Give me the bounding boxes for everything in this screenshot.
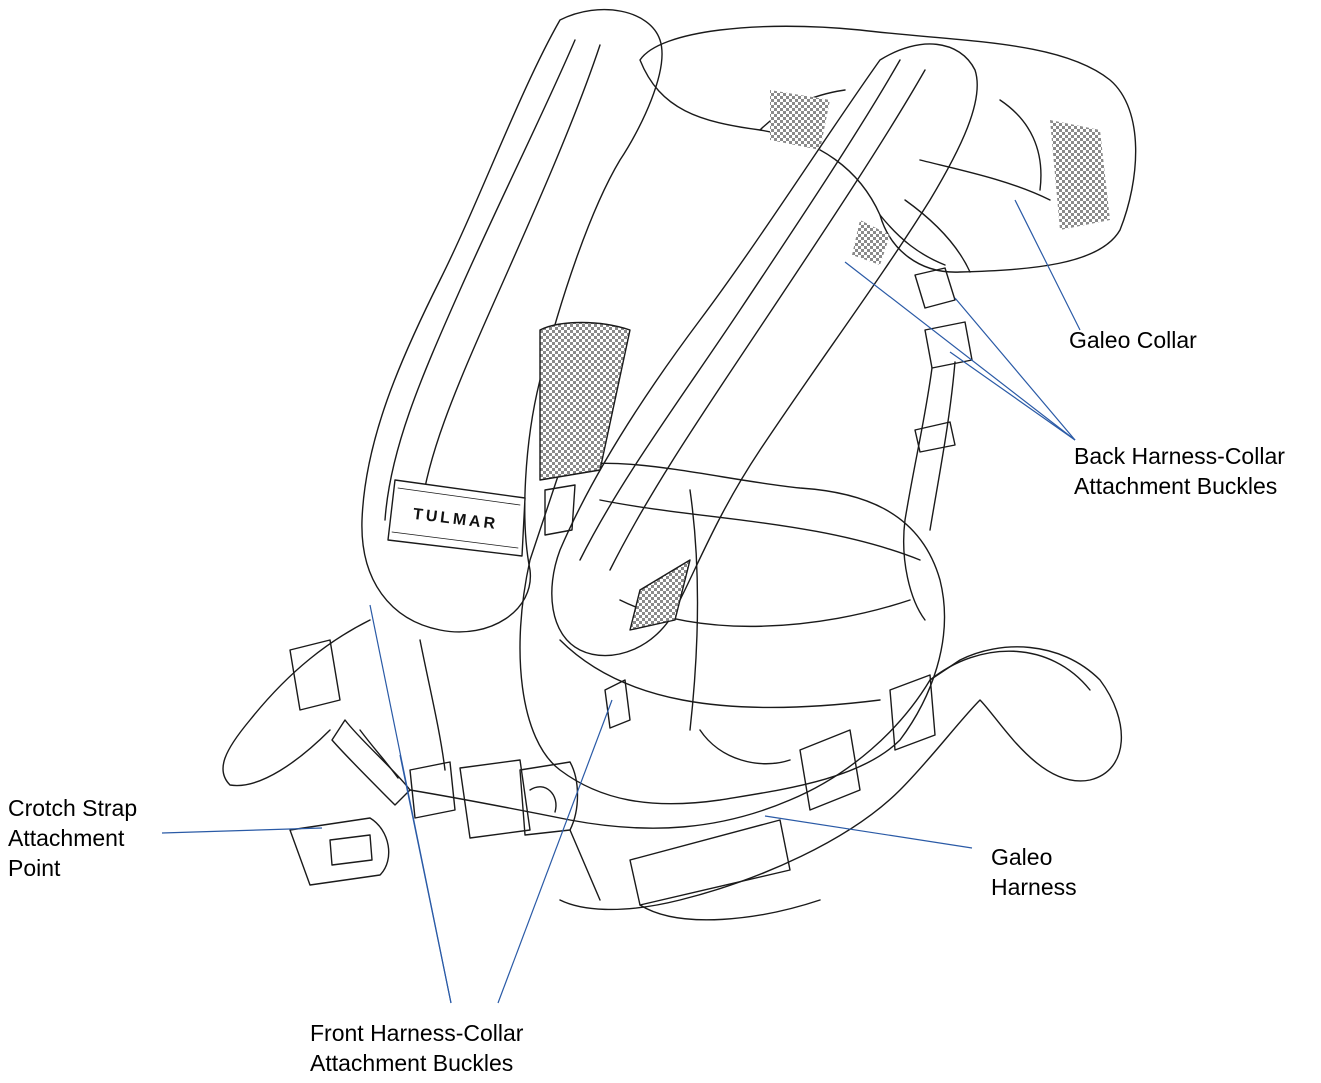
label-galeo-collar: Galeo Collar	[1069, 325, 1197, 355]
label-crotch-line3: Point	[8, 853, 137, 883]
label-galeo-collar-text: Galeo Collar	[1069, 325, 1197, 355]
leader-back-buckle-1	[845, 262, 1075, 440]
galeo-collar	[640, 26, 1136, 272]
label-harness-line1: Galeo	[991, 842, 1077, 872]
label-harness-line2: Harness	[991, 872, 1077, 902]
leader-galeo-harness	[765, 816, 972, 848]
left-side-strap	[223, 620, 445, 786]
label-front-buckles-line1: Front Harness-Collar	[310, 1018, 523, 1048]
collar-left-lobe	[362, 10, 662, 632]
label-back-buckles-line1: Back Harness-Collar	[1074, 441, 1285, 471]
vest-back-body	[520, 463, 944, 804]
label-back-buckles: Back Harness-Collar Attachment Buckles	[1074, 441, 1285, 501]
leader-back-buckle-2	[955, 298, 1075, 440]
label-crotch-line1: Crotch Strap	[8, 793, 137, 823]
label-crotch-line2: Attachment	[8, 823, 137, 853]
leader-front-buckle-3	[498, 700, 612, 1003]
back-buckles	[904, 268, 972, 620]
label-front-buckles: Front Harness-Collar Attachment Buckles	[310, 1018, 523, 1078]
label-crotch-strap: Crotch Strap Attachment Point	[8, 793, 137, 883]
crotch-strap-point	[290, 720, 410, 885]
label-back-buckles-line2: Attachment Buckles	[1074, 471, 1285, 501]
label-galeo-harness: Galeo Harness	[991, 842, 1077, 902]
leader-crotch-strap	[162, 828, 322, 833]
label-front-buckles-line2: Attachment Buckles	[310, 1048, 523, 1078]
